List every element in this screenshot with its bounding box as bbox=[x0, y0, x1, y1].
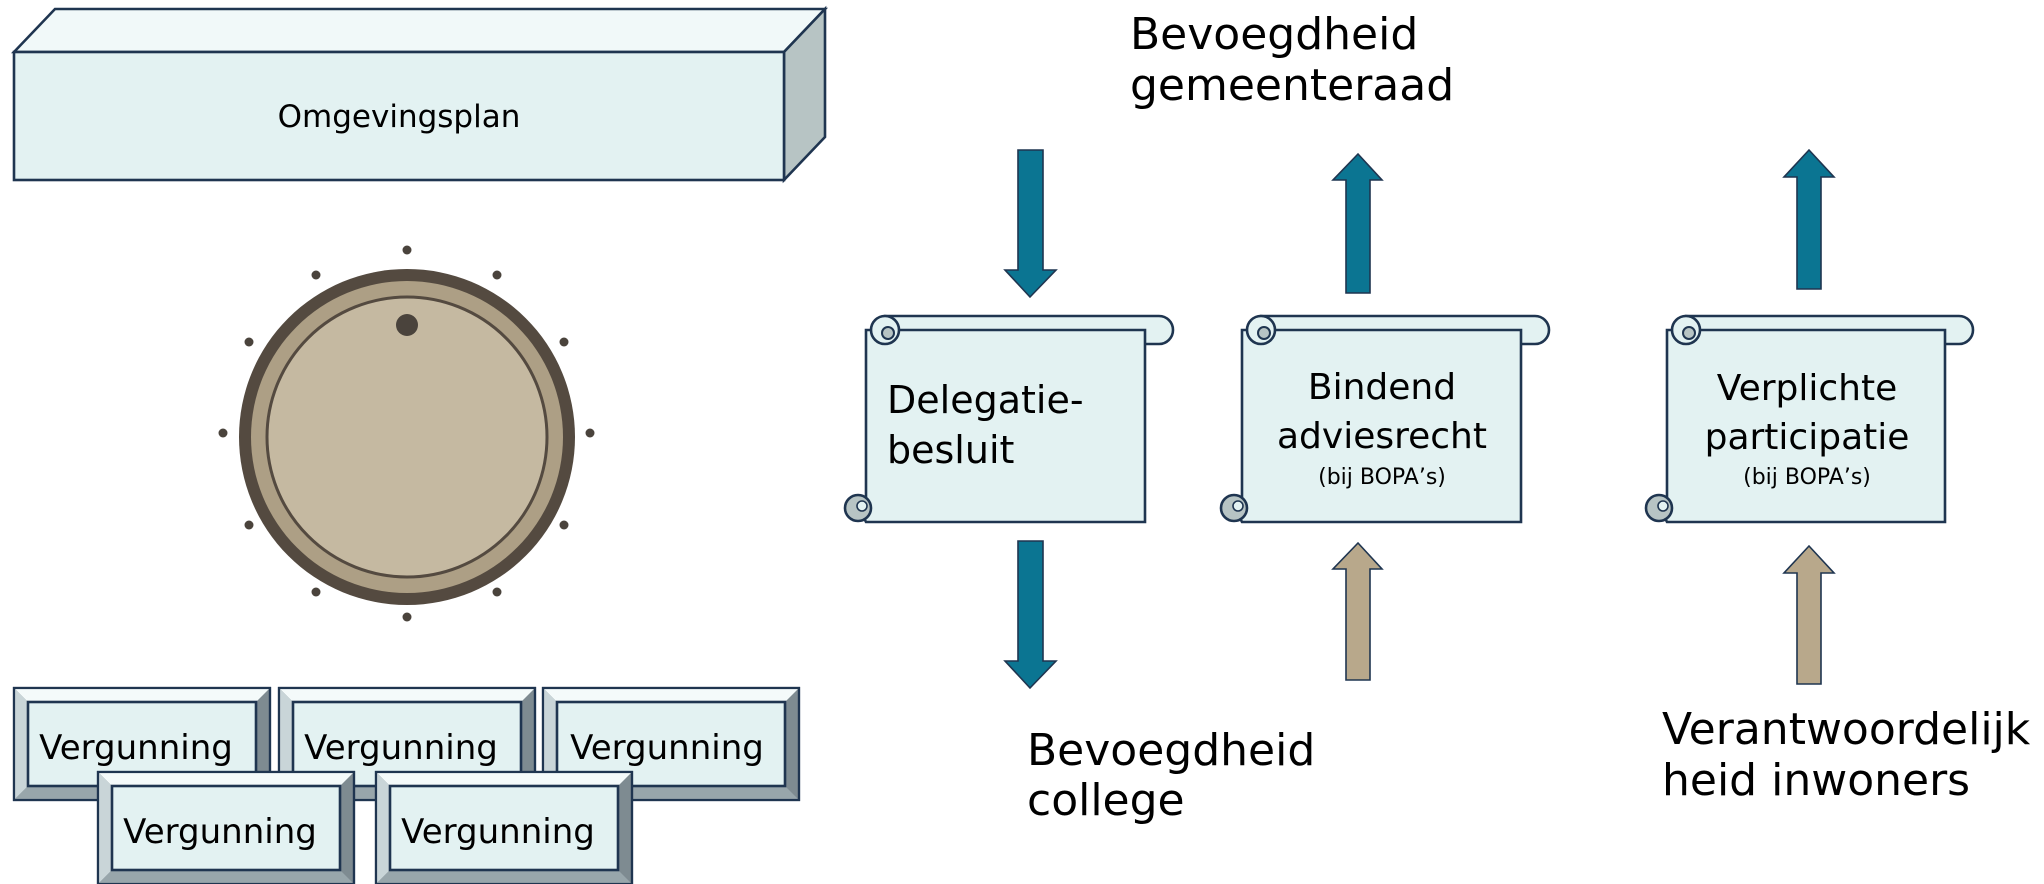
heading-college-line2: college bbox=[1027, 775, 1185, 826]
scroll-delegatiebesluit: Delegatie- besluit bbox=[843, 314, 1175, 524]
scroll-adviesrecht-line1: Bindend bbox=[1308, 367, 1456, 408]
heading-gemeenteraad-line1: Bevoegdheid bbox=[1130, 9, 1418, 60]
heading-college: Bevoegdheid college bbox=[1027, 725, 1315, 826]
scroll-adviesrecht-note: (bij BOPA’s) bbox=[1318, 465, 1446, 490]
heading-inwoners: Verantwoordelijk heid inwoners bbox=[1662, 704, 2031, 806]
omgevingsplan-box: Omgevingsplan bbox=[10, 5, 829, 184]
vergunning-box-5: Vergunning bbox=[374, 770, 634, 884]
vergunning-label: Vergunning bbox=[401, 812, 595, 852]
heading-inwoners-line1: Verantwoordelijk bbox=[1662, 704, 2031, 755]
scroll-participatie-note: (bij BOPA’s) bbox=[1743, 465, 1871, 490]
scroll-participatie-line1: Verplichte bbox=[1717, 368, 1898, 409]
scroll-delegatiebesluit-line1: Delegatie- bbox=[887, 378, 1084, 422]
vergunning-label: Vergunning bbox=[39, 728, 233, 768]
vergunning-box-4: Vergunning bbox=[96, 770, 356, 884]
dial-indicator bbox=[396, 314, 418, 336]
scroll-adviesrecht: Bindend adviesrecht (bij BOPA’s) bbox=[1219, 314, 1551, 524]
vergunning-label: Vergunning bbox=[570, 728, 764, 768]
scroll-participatie: Verplichte participatie (bij BOPA’s) bbox=[1644, 314, 1975, 524]
heading-gemeenteraad-line2: gemeenteraad bbox=[1130, 60, 1454, 111]
vergunning-label: Vergunning bbox=[123, 812, 317, 852]
arrow-down-to-college bbox=[1003, 540, 1058, 690]
heading-college-line1: Bevoegdheid bbox=[1027, 725, 1315, 776]
arrow-up-into-participatie bbox=[1782, 544, 1836, 685]
arrow-up-into-adviesrecht bbox=[1331, 541, 1384, 681]
scroll-delegatiebesluit-line2: besluit bbox=[887, 428, 1014, 472]
heading-gemeenteraad: Bevoegdheid gemeenteraad bbox=[1130, 9, 1454, 111]
omgevingsplan-box-front bbox=[12, 50, 786, 182]
dial-tick-dots bbox=[218, 245, 595, 622]
scroll-adviesrecht-line2: adviesrecht bbox=[1277, 416, 1487, 457]
dial-face bbox=[265, 295, 549, 579]
heading-inwoners-line2: heid inwoners bbox=[1662, 755, 1970, 806]
arrow-up-from-adviesrecht bbox=[1331, 152, 1384, 294]
arrow-up-from-participatie bbox=[1782, 148, 1836, 290]
arrow-down-into-delegatie bbox=[1003, 149, 1058, 299]
omgevingsplan-label: Omgevingsplan bbox=[278, 99, 521, 135]
vergunning-label: Vergunning bbox=[304, 728, 498, 768]
dial-knob-icon bbox=[218, 245, 595, 622]
scroll-participatie-line2: participatie bbox=[1705, 417, 1910, 458]
omgevingsplan-box-top bbox=[10, 7, 829, 54]
